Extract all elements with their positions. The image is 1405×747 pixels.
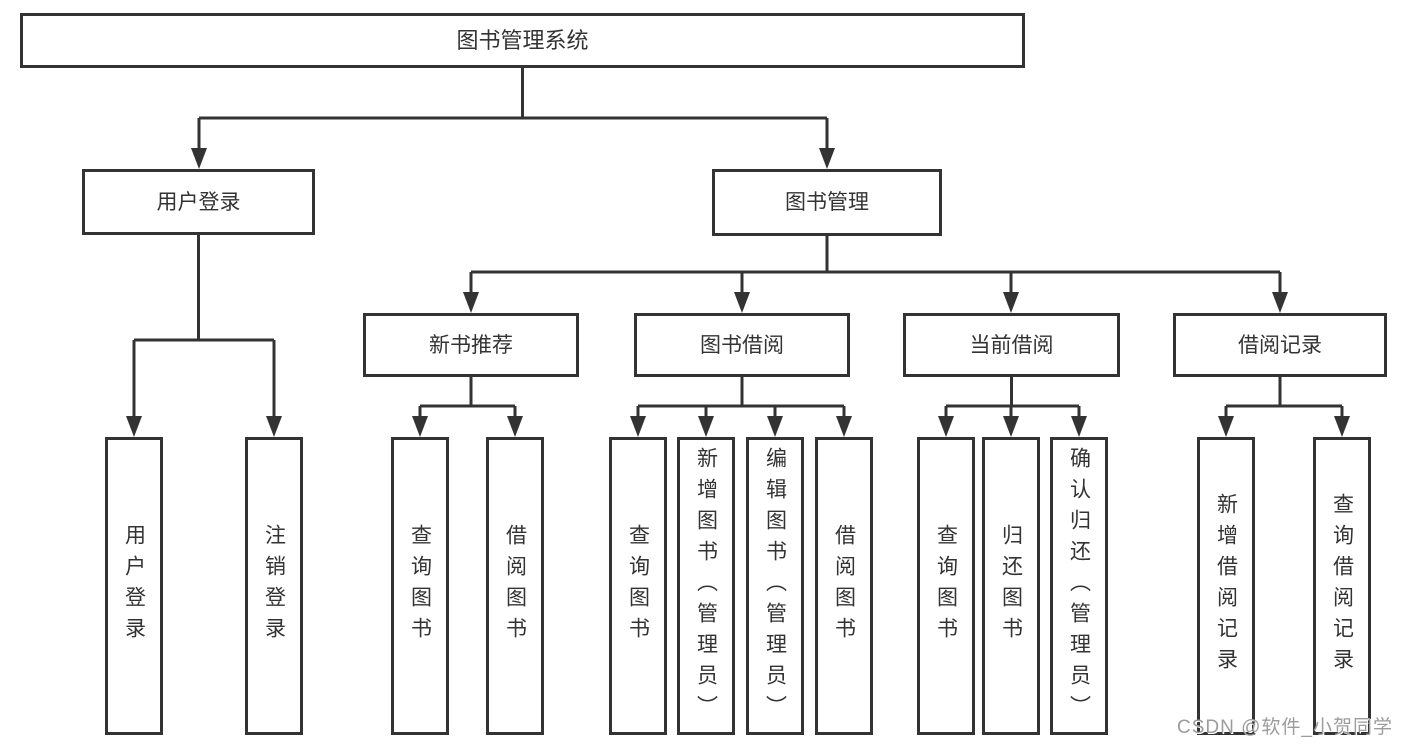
node-book-borrowing: 图书借阅 (634, 313, 850, 377)
leaf-user-login: 用户登录 (105, 437, 163, 735)
leaf-edit-book-admin: 编辑图书（管理员） (746, 437, 804, 735)
leaf-borrow-books-recommend: 借阅图书 (486, 437, 544, 735)
node-new-book-recommendation: 新书推荐 (363, 313, 579, 377)
node-borrowing-records: 借阅记录 (1173, 313, 1387, 377)
watermark: CSDN @软件_小贺同学 (1177, 717, 1393, 738)
leaf-query-books-borrowing: 查询图书 (609, 437, 667, 735)
leaf-return-books: 归还图书 (982, 437, 1040, 735)
leaf-logout: 注销登录 (245, 437, 303, 735)
leaf-query-books-current: 查询图书 (917, 437, 975, 735)
node-user-login: 用户登录 (82, 169, 315, 235)
node-current-borrowing: 当前借阅 (903, 313, 1120, 377)
leaf-add-book-admin: 新增图书（管理员） (677, 437, 735, 735)
leaf-add-borrow-record: 新增借阅记录 (1197, 437, 1255, 735)
leaf-borrow-books: 借阅图书 (815, 437, 873, 735)
node-book-management: 图书管理 (712, 169, 942, 236)
node-library-system: 图书管理系统 (20, 13, 1025, 68)
leaf-confirm-return-admin: 确认归还（管理员） (1050, 437, 1108, 735)
leaf-query-borrow-record: 查询借阅记录 (1313, 437, 1371, 735)
leaf-query-books-recommend: 查询图书 (391, 437, 449, 735)
